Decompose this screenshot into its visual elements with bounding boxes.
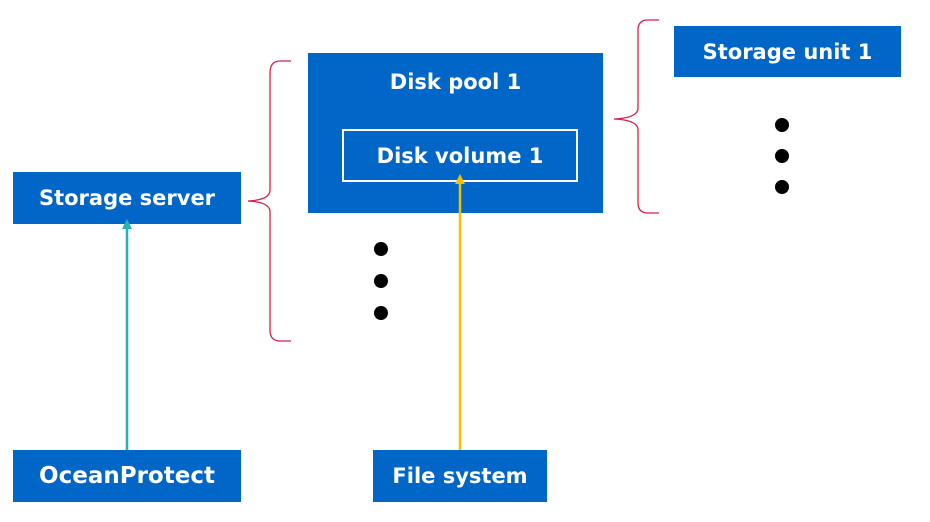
storage-unit-box: Storage unit 1 <box>674 26 901 77</box>
disk-volume-label: Disk volume 1 <box>376 143 544 168</box>
storage-server-box: Storage server <box>13 172 241 224</box>
disk-pool-continuation-dot <box>374 306 388 320</box>
file-system-label: File system <box>392 464 528 488</box>
storage-unit-label: Storage unit 1 <box>702 39 873 64</box>
storage-server-label: Storage server <box>38 186 216 210</box>
storage-unit-continuation-dot <box>775 149 789 163</box>
oceanprotect-box: OceanProtect <box>13 450 241 502</box>
disk-pool-group-brace <box>247 60 291 342</box>
disk-pool-label: Disk pool 1 <box>389 70 522 94</box>
disk-pool-box: Disk pool 1 Disk volume 1 <box>308 53 603 213</box>
storage-unit-continuation-dot <box>775 118 789 132</box>
disk-pool-continuation-dot <box>374 274 388 288</box>
oceanprotect-label: OceanProtect <box>39 463 215 489</box>
file-system-box: File system <box>373 450 547 502</box>
storage-unit-continuation-dot <box>775 180 789 194</box>
storage-unit-group-brace <box>613 19 659 214</box>
disk-pool-continuation-dot <box>374 242 388 256</box>
